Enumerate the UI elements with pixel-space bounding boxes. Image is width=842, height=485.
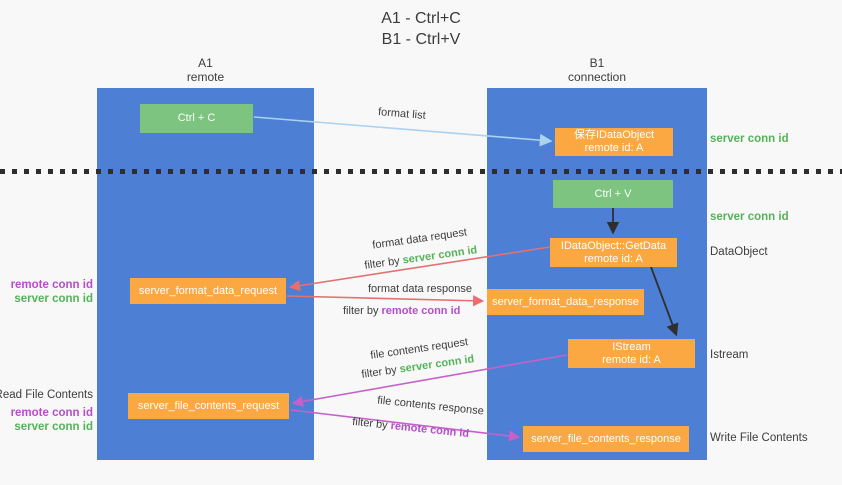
column-b1-name: B1 [589,56,605,70]
save-idataobject-remote-id: remote id: A [584,142,644,154]
ctrl-c-label: Ctrl + C [177,112,216,124]
istream-remote-id: remote id: A [602,353,661,366]
filter-by-text: filter by [360,363,401,381]
save-idataobject-node: 保存IDataObject remote id: A [555,128,673,156]
server-file-contents-request-node: server_file_contents_request [128,393,289,419]
istream-node: IStream remote id: A [568,339,695,368]
filter-by-text: filter by [363,254,404,272]
server-format-data-response-node: server_format_data_response [487,289,644,315]
write-file-contents-label: Write File Contents [710,432,808,444]
idataobject-getdata-node: IDataObject::GetData remote id: A [550,238,677,267]
ctrl-v-node: Ctrl + V [553,180,673,208]
istream-side-label: Istream [710,349,749,361]
server-conn-id-inline: server conn id [398,353,476,376]
remote-conn-id-inline: remote conn id [389,419,470,441]
getdata-remote-id: remote id: A [584,252,643,265]
server-file-contents-response-node: server_file_contents_response [523,426,689,452]
server-conn-id-label-top-right: server conn id [710,133,789,145]
ctrl-c-node: Ctrl + C [140,104,253,133]
server-conn-id-inline: server conn id [401,244,479,267]
column-header-b1: B1 connection [487,56,707,84]
server-file-contents-request-label: server_file_contents_request [137,399,280,412]
istream-title: IStream [612,340,651,353]
title-line-1: A1 - Ctrl+C [381,10,461,27]
server-conn-id-label-mid-right: server conn id [710,211,789,223]
filter-by-text: filter by [343,305,382,317]
format-data-response-filter-label: filter by remote conn id [343,305,460,317]
getdata-title: IDataObject::GetData [560,239,667,252]
server-file-contents-response-label: server_file_contents_response [531,432,681,445]
column-header-a1: A1 remote [97,56,314,84]
file-contents-response-filter-label: filter by remote conn id [352,416,470,440]
filter-by-text: filter by [351,415,392,432]
save-idataobject-title: 保存IDataObject [573,129,655,141]
remote-conn-id-label-upper-left: remote conn id [10,279,93,291]
format-list-label: format list [377,106,427,122]
format-data-response-arrow [286,295,485,307]
read-file-contents-label: Read File Contents [0,389,93,401]
remote-conn-id-label-lower-left: remote conn id [10,407,93,419]
dotted-separator-line [0,169,842,174]
server-format-data-request-label: server_format_data_request [138,284,278,297]
server-format-data-request-node: server_format_data_request [130,278,286,304]
server-conn-id-label-upper-left: server conn id [14,293,93,305]
diagram-title: A1 - Ctrl+C B1 - Ctrl+V [0,8,842,50]
column-a1-role: remote [186,70,225,84]
format-data-response-label: format data response [368,283,472,295]
column-b1-role: connection [567,70,627,84]
column-a1-name: A1 [198,56,213,70]
ctrl-v-label: Ctrl + V [594,187,632,200]
remote-conn-id-inline: remote conn id [381,305,461,317]
title-line-2: B1 - Ctrl+V [381,31,461,48]
dataobject-label: DataObject [710,246,768,258]
server-format-data-response-label: server_format_data_response [492,295,639,308]
server-conn-id-label-lower-left: server conn id [14,421,93,433]
file-contents-response-label: file contents response [376,394,485,418]
